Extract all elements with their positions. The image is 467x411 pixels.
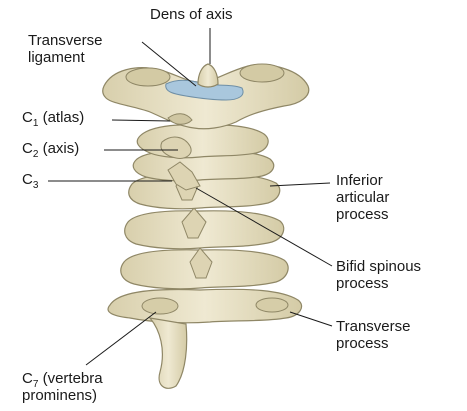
vertebra-c2 — [137, 125, 268, 159]
inferior-line2: articular — [336, 189, 389, 206]
dens-of-axis — [198, 64, 218, 87]
transverse-ligament-line2: ligament — [28, 49, 102, 66]
leader-c1 — [112, 120, 170, 121]
c1-rest: (atlas) — [38, 109, 84, 126]
inferior-line3: process — [336, 206, 389, 223]
bifid-line2: process — [336, 275, 421, 292]
leader-transverse-process — [290, 312, 332, 326]
label-inferior-articular-process: Inferior articular process — [336, 172, 389, 223]
c7-prefix: C — [22, 370, 33, 387]
transverse-ligament-line1: Transverse — [28, 32, 102, 49]
c3-subscript: 3 — [33, 180, 39, 191]
c7-line2: prominens) — [22, 387, 103, 404]
bifid-line1: Bifid spinous — [336, 258, 421, 275]
leader-inferior-articular — [270, 183, 330, 186]
label-transverse-process: Transverse process — [336, 318, 410, 352]
vertebra-c5 — [125, 208, 284, 249]
c2-prefix: C — [22, 140, 33, 157]
c3-prefix: C — [22, 171, 33, 188]
dens-text: Dens of axis — [150, 6, 233, 23]
inferior-line1: Inferior — [336, 172, 389, 189]
c7-line1: C7 (vertebra — [22, 370, 103, 387]
label-c1-atlas: C1 (atlas) — [22, 109, 84, 126]
label-c7-vertebra-prominens: C7 (vertebra prominens) — [22, 370, 103, 404]
c1-prefix: C — [22, 109, 33, 126]
leader-c7 — [86, 312, 156, 365]
label-c2-axis: C2 (axis) — [22, 140, 79, 157]
c2-rest: (axis) — [38, 140, 79, 157]
transverse-process-line1: Transverse — [336, 318, 410, 335]
transverse-process-line2: process — [336, 335, 410, 352]
label-dens-of-axis: Dens of axis — [150, 6, 233, 23]
label-bifid-spinous-process: Bifid spinous process — [336, 258, 421, 292]
label-c3: C3 — [22, 171, 38, 188]
label-transverse-ligament: Transverse ligament — [28, 32, 102, 66]
vertebra-c6 — [121, 248, 288, 289]
vertebra-c7 — [108, 289, 302, 388]
c7-rest: (vertebra — [38, 370, 102, 387]
